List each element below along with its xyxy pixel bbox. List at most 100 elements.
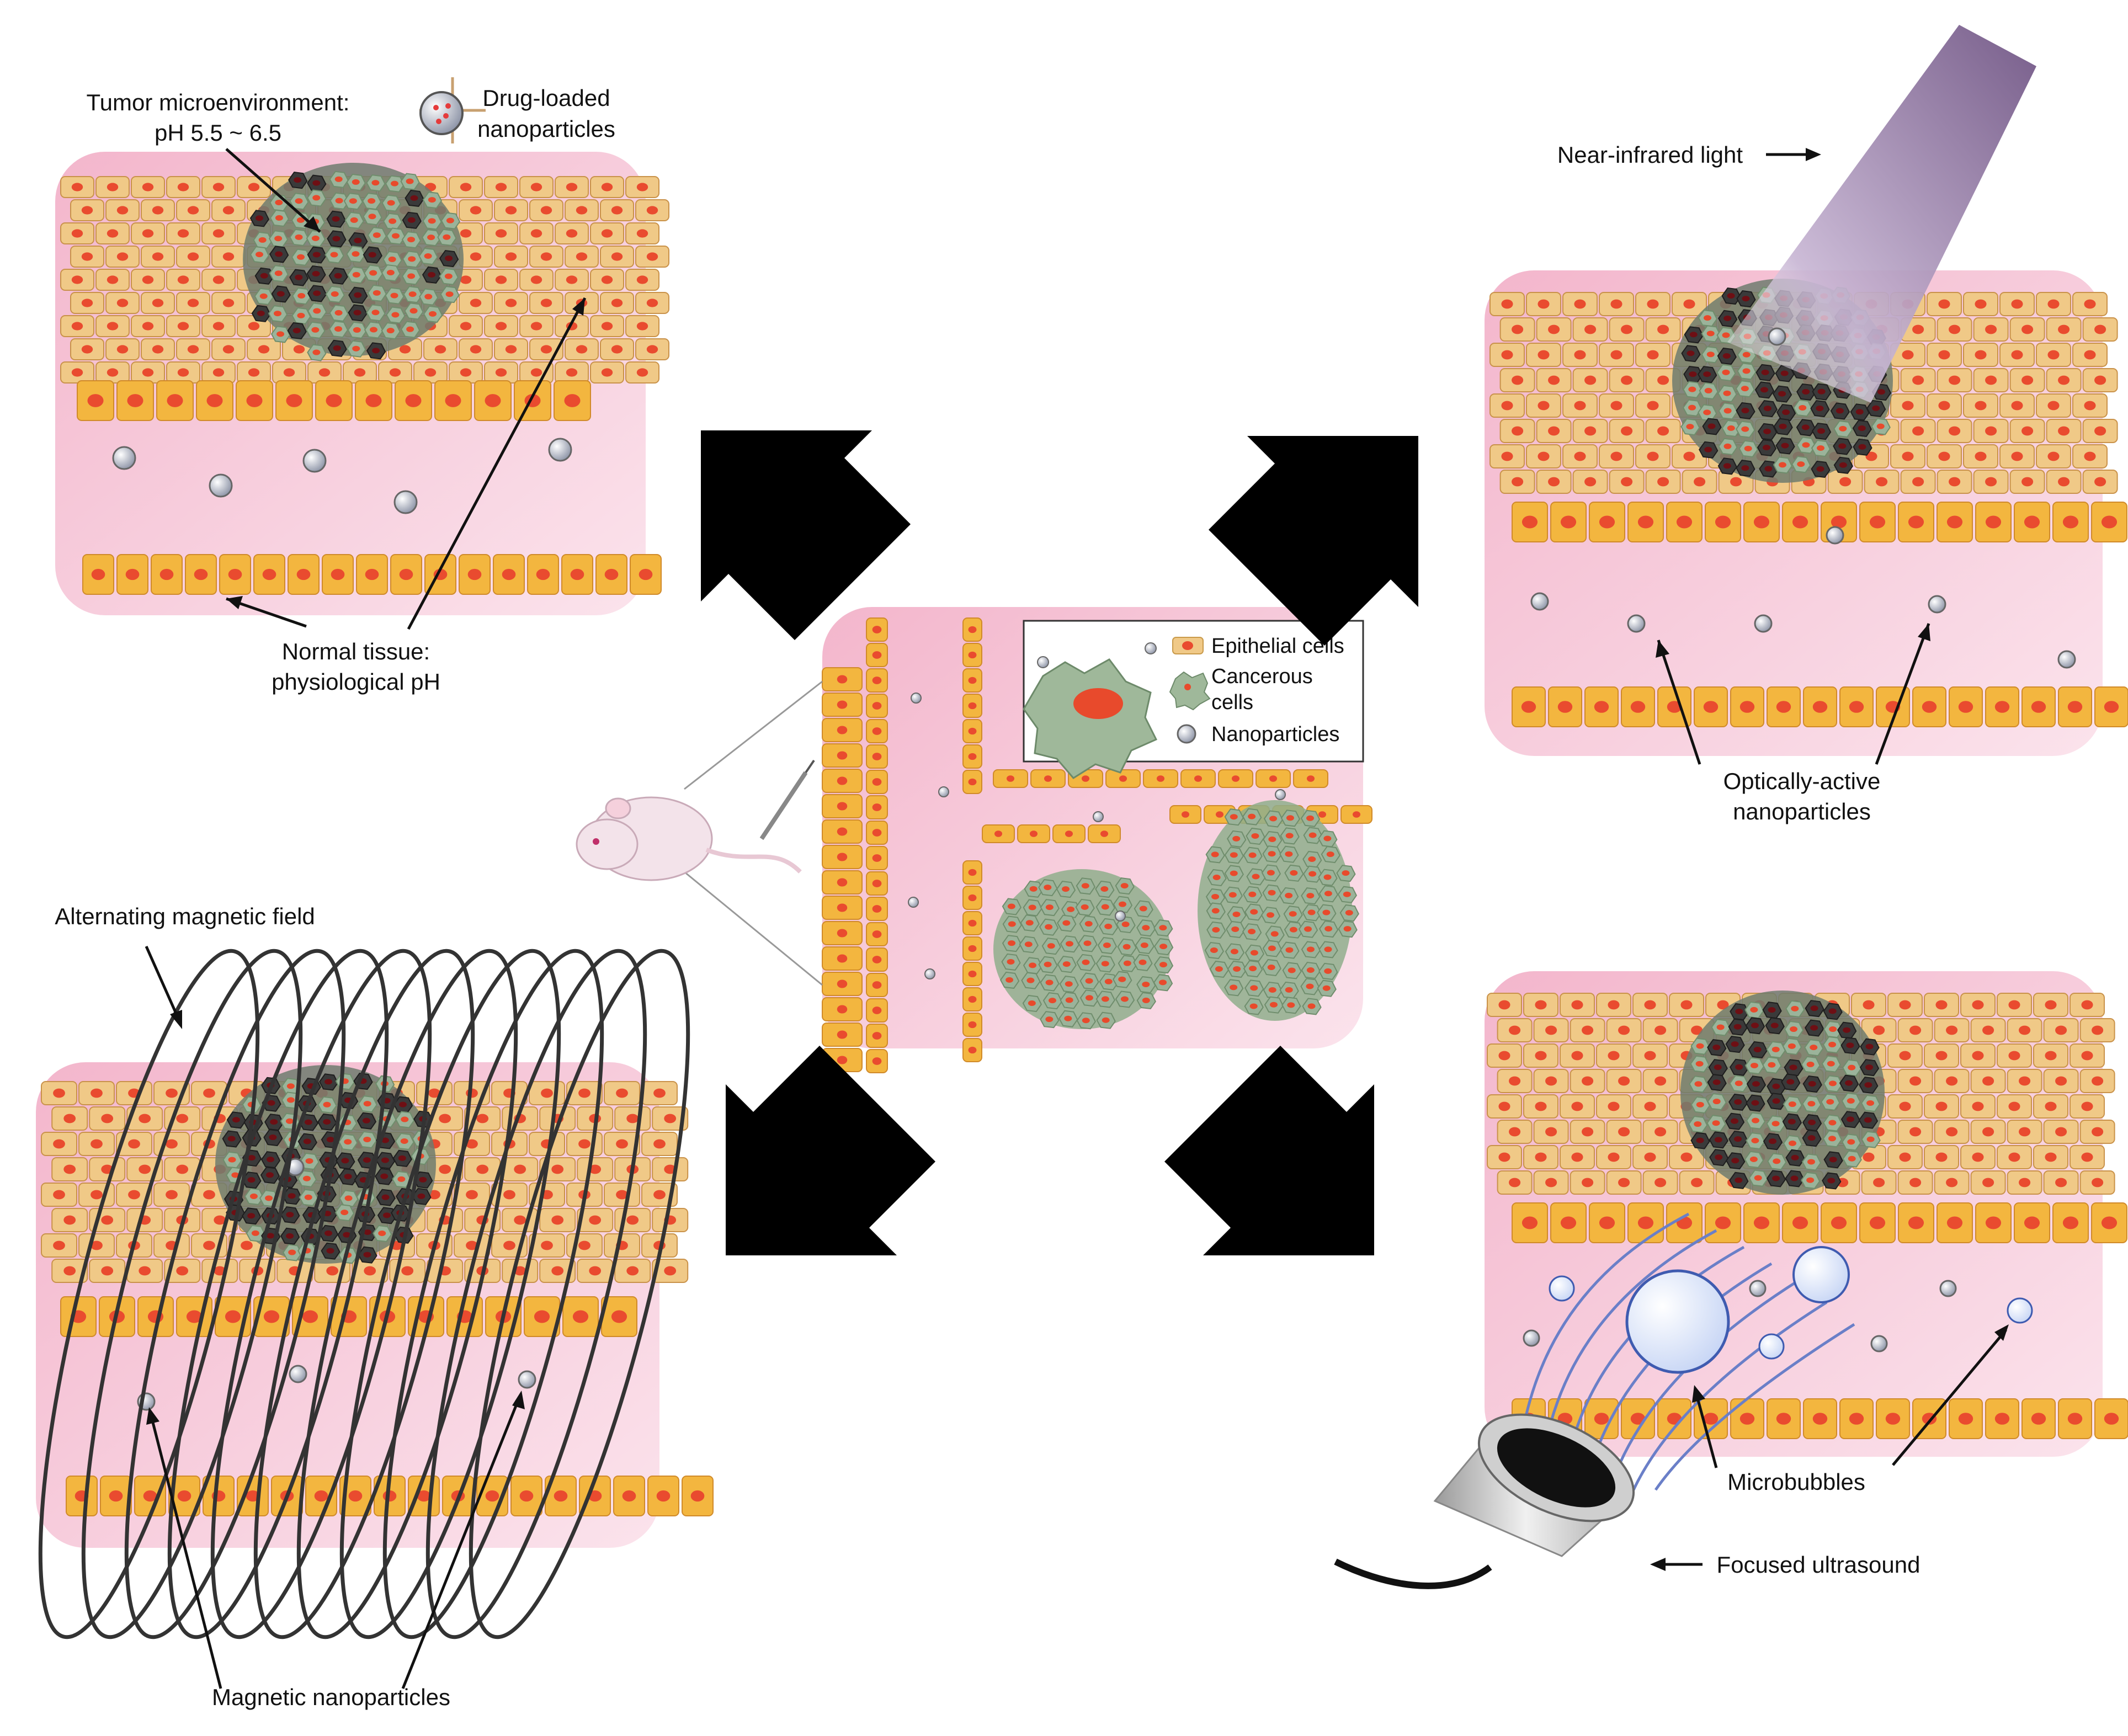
cell-nucleus (2084, 401, 2096, 411)
cell-nucleus (837, 700, 848, 709)
cell-nucleus (2021, 375, 2034, 385)
cell-nucleus (872, 880, 882, 887)
cell-nucleus (1680, 1000, 1693, 1010)
cell-nucleus (1691, 1178, 1703, 1187)
cell-nucleus (1101, 961, 1109, 967)
cell-nucleus (159, 568, 174, 581)
cell-nucleus (589, 1215, 602, 1225)
cell-nucleus (1858, 444, 1866, 450)
cell-nucleus (1706, 331, 1715, 337)
cell-nucleus (1345, 910, 1353, 916)
cell-nucleus (445, 255, 453, 262)
cell-nucleus (248, 368, 260, 377)
cell-nucleus (872, 956, 882, 963)
cell-nucleus (176, 1164, 189, 1174)
cell-nucleus (1008, 921, 1016, 927)
cell-nucleus (1958, 701, 1973, 713)
panel-magnetic: Alternating magnetic field Magnetic nano… (36, 903, 714, 1710)
label-magnetic-np: Magnetic nanoparticles (212, 1684, 450, 1710)
cell-nucleus (2011, 299, 2023, 309)
coil-loop (296, 949, 518, 1639)
drug-nanoparticles (112, 438, 572, 514)
cell-nucleus (1789, 1064, 1797, 1071)
cell-nucleus (399, 345, 411, 354)
cell-nucleus (1849, 701, 1864, 713)
cell-nucleus (1982, 1025, 1994, 1035)
cell-nucleus (91, 1139, 103, 1149)
cell-nucleus (1730, 477, 1742, 487)
cell-nucleus (1501, 350, 1513, 360)
cell-nucleus (622, 1490, 636, 1502)
cell-nucleus (1044, 961, 1052, 967)
cell-nucleus (1142, 981, 1150, 987)
cell-nucleus (2011, 350, 2023, 360)
cell-nucleus (334, 310, 343, 316)
cell-nucleus (166, 1088, 178, 1098)
cell-nucleus (270, 1119, 278, 1125)
cell-nucleus (1735, 1008, 1743, 1014)
cell-nucleus (344, 1195, 353, 1201)
cell-nucleus (646, 206, 658, 215)
cell-nucleus (470, 252, 482, 261)
cell-nucleus (302, 1175, 311, 1181)
microbubbles (1549, 1246, 2033, 1374)
cell-nucleus (1696, 1043, 1704, 1049)
cell-nucleus (1159, 925, 1167, 931)
cell-nucleus (1912, 477, 1924, 487)
cell-nucleus (1212, 926, 1220, 933)
cell-nucleus (837, 878, 848, 887)
cell-nucleus (566, 229, 578, 238)
label-tumor-micro-1: Tumor microenvironment: (87, 89, 350, 115)
cell-nucleus (1085, 995, 1093, 1001)
cell-nucleus (1545, 1127, 1557, 1137)
cell-nucleus (1210, 947, 1218, 954)
cell-nucleus (1829, 1026, 1837, 1032)
cell-nucleus (1268, 945, 1276, 951)
nanoparticle (1115, 910, 1126, 922)
cell-nucleus (176, 1266, 189, 1276)
cell-nucleus (297, 292, 306, 299)
cell-nucleus (1863, 1152, 1875, 1162)
cell-nucleus (2067, 1413, 2083, 1425)
cell-nucleus (968, 995, 977, 1003)
cell-nucleus (636, 183, 648, 191)
cell-nucleus (247, 1155, 256, 1161)
microbubble (2007, 1297, 2033, 1324)
cell-nucleus (460, 368, 472, 377)
cell-nucleus (1647, 451, 1659, 461)
cell-nucleus (1306, 983, 1314, 989)
cell-nucleus (1548, 375, 1560, 385)
cell-nucleus (1233, 966, 1241, 972)
cell-nucleus (2081, 1101, 2093, 1111)
cell-nucleus (1935, 1101, 1948, 1111)
cell-nucleus (1654, 1127, 1667, 1137)
cell-nucleus (514, 1266, 526, 1276)
cell-nucleus (222, 206, 235, 215)
cell-nucleus (1139, 959, 1147, 965)
cell-nucleus (1267, 870, 1275, 876)
cell-nucleus (1584, 477, 1597, 487)
coil-loop (167, 949, 389, 1639)
cell-nucleus (187, 206, 199, 215)
cell-nucleus (1802, 388, 1810, 395)
cell-nucleus (646, 299, 658, 307)
cell-nucleus (1594, 1413, 1609, 1425)
cell-nucleus (386, 328, 395, 334)
cell-nucleus (297, 312, 305, 318)
vessel-wall-left-inner (866, 617, 888, 1073)
cell-nucleus (275, 251, 283, 257)
cell-nucleus (265, 1195, 273, 1201)
cell-nucleus (1849, 1413, 1864, 1425)
cell-nucleus (1760, 387, 1769, 393)
cell-nucleus (2094, 477, 2106, 487)
cell-nucleus (344, 1174, 352, 1180)
cell-nucleus (222, 252, 235, 261)
cell-nucleus (1104, 923, 1113, 929)
cell-nucleus (1773, 1158, 1781, 1164)
cell-nucleus (302, 1310, 318, 1323)
cell-nucleus (1723, 463, 1731, 469)
nanoparticle (1523, 1329, 1540, 1347)
coil-loop (339, 949, 561, 1639)
cell-nucleus (872, 930, 882, 938)
cell-nucleus (968, 727, 977, 735)
